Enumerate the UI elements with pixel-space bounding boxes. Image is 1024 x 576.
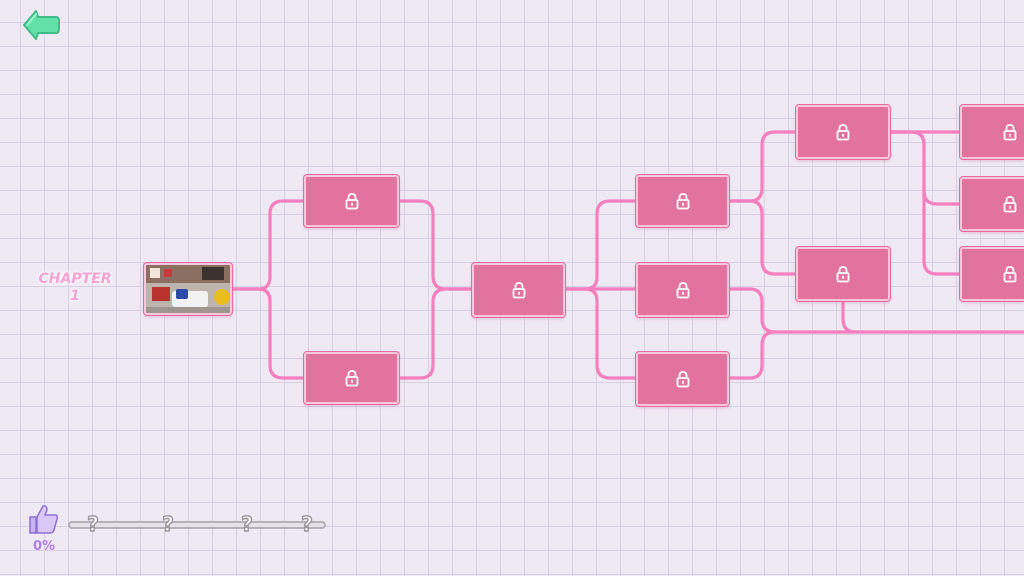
lock-icon [676,371,689,388]
lock-icon [512,282,525,299]
lock-icon [836,124,850,141]
milestone-label: ? [241,512,253,536]
milestone-label: ? [162,512,174,536]
like-progress: ? ? ? ? 0% [24,502,326,562]
chapter-label-number: 1 [70,288,80,304]
lock-icon [1003,266,1017,283]
lock-icon [676,282,689,299]
scene-node-s1a[interactable] [304,175,399,227]
chapter-label: CHAPTER 1 [30,271,120,305]
connector-start-s1a [229,199,306,291]
milestone-question-icon: ? [300,512,313,536]
lock-icon [1003,124,1017,141]
scene-node-s1b[interactable] [304,352,399,404]
scene-node-s3c[interactable] [636,352,729,406]
lock-icon [1003,196,1017,213]
scene-node-s2[interactable] [472,263,565,317]
back-arrow-icon [23,10,60,40]
connector-s1a-s2 [397,199,474,291]
scene-node-s5a[interactable] [960,105,1024,159]
lock-icon [676,193,689,210]
connector-s4a-s5c [888,130,962,276]
milestone-question-icon: ? [86,512,99,536]
milestone-question-icon: ? [161,512,174,536]
connector-s1b-s2 [397,287,474,380]
progress-percent: 0% [32,539,56,554]
milestone-label: ? [301,512,313,536]
milestone-question-icon: ? [240,512,253,536]
scene-node-s4b[interactable] [796,247,890,301]
room-thumbnail-image [146,265,230,313]
scene-node-s4a[interactable] [796,105,890,159]
connector-s2-s3a [563,199,638,291]
progress-track [68,521,326,529]
scene-node-start[interactable] [144,263,232,315]
connector-s3a-s4a [727,130,798,203]
connector-s3c-merge [727,330,777,380]
connector-s3a-s4b [727,199,798,276]
back-button[interactable] [22,8,62,42]
scene-node-s5b[interactable] [960,177,1024,231]
scene-node-s3b[interactable] [636,263,729,317]
lock-icon [836,266,850,283]
thumbs-up-icon [29,505,58,534]
connector-s2-s3c [563,287,638,380]
milestone-label: ? [87,512,99,536]
connector-s4b-merge [841,299,858,334]
lock-icon [345,193,358,210]
lock-icon [345,370,358,387]
connector-start-s1b [229,287,306,380]
scene-node-s5c[interactable] [960,247,1024,301]
chapter-label-word: CHAPTER [38,271,112,287]
scene-node-s3a[interactable] [636,175,729,227]
